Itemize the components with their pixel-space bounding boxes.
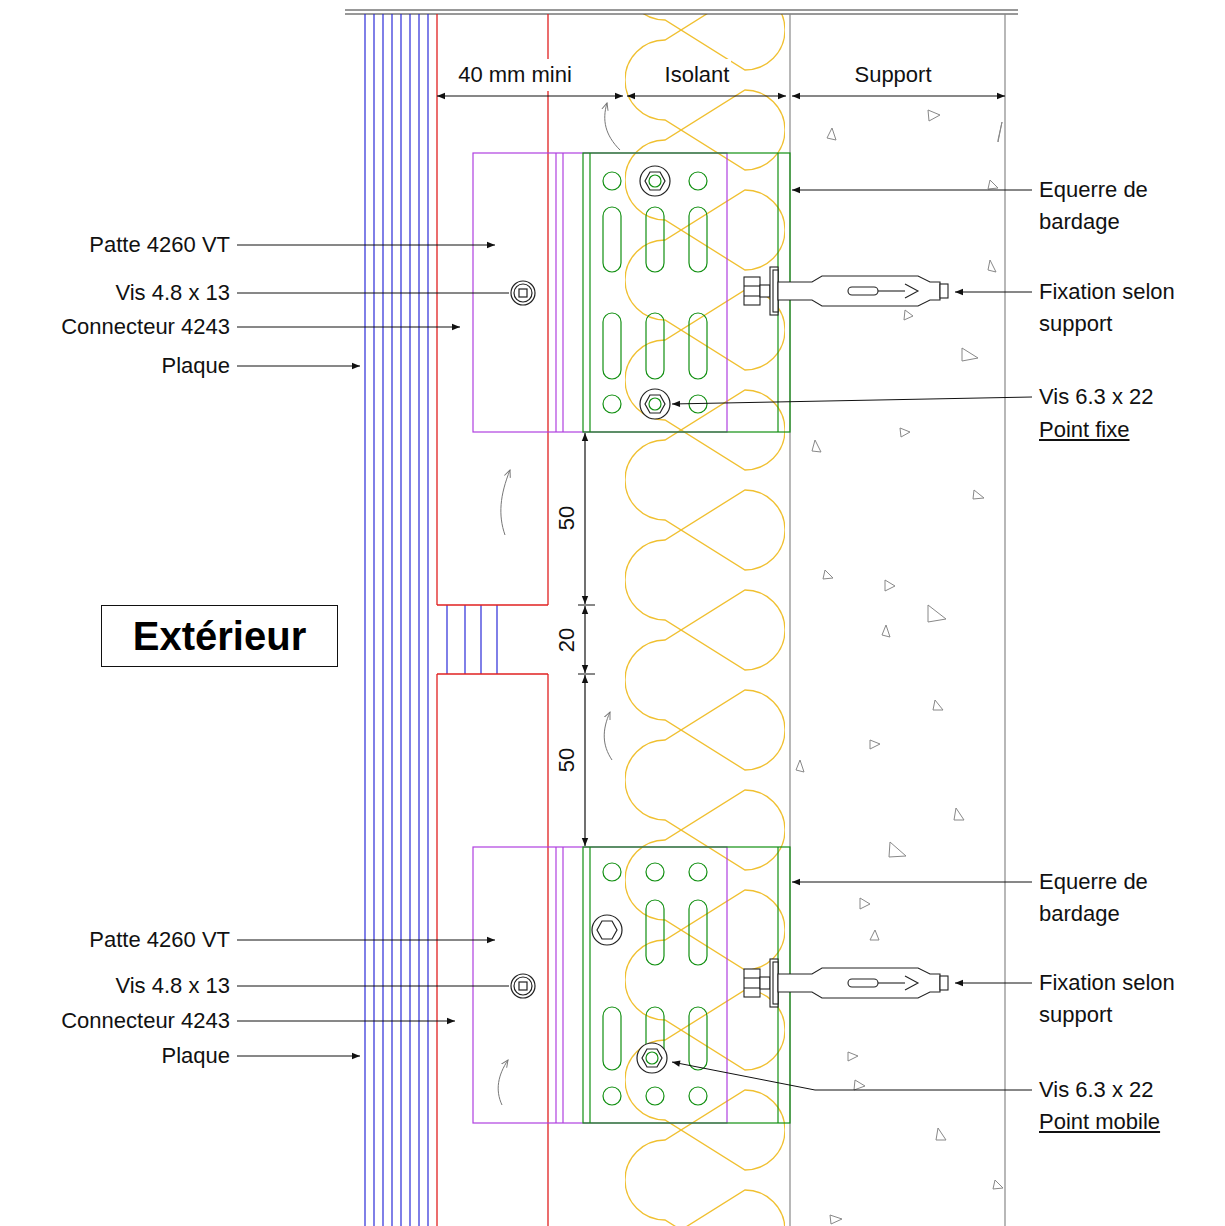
part-label: Patte 4260 VT xyxy=(87,229,232,261)
part-label: Vis 4.8 x 13 xyxy=(113,970,232,1002)
cladding-panel xyxy=(365,14,497,1226)
part-label: Vis 4.8 x 13 xyxy=(113,277,232,309)
part-label: Plaque xyxy=(159,1040,232,1072)
support-wall xyxy=(790,14,1005,1226)
part-label: Fixation selon support xyxy=(1037,276,1206,340)
rail-profile xyxy=(437,14,548,1226)
small-screw xyxy=(511,281,535,998)
clip-patte xyxy=(473,153,727,1123)
note-label: Point mobile xyxy=(1037,1106,1162,1138)
insulation xyxy=(625,14,785,1226)
leader-line xyxy=(237,190,1032,1090)
part-label: Equerre de bardage xyxy=(1037,174,1206,238)
region-title: Extérieur xyxy=(133,613,306,659)
part-label: Vis 6.3 x 22 xyxy=(1037,1074,1156,1106)
part-label: Fixation selon support xyxy=(1037,967,1206,1031)
dimension-text: Support xyxy=(852,59,933,91)
dimension-text: 50 xyxy=(551,504,583,532)
wall-anchor xyxy=(744,267,948,1007)
airflow-arrow xyxy=(498,103,620,1105)
screw-head xyxy=(592,166,670,1073)
dimension-text: 50 xyxy=(551,746,583,774)
part-label: Plaque xyxy=(159,350,232,382)
note-label: Point fixe xyxy=(1037,414,1132,446)
dimension-text: 40 mm mini xyxy=(456,59,574,91)
region-box: Extérieur xyxy=(101,605,338,667)
dimension-text: 20 xyxy=(551,626,583,654)
part-label: Connecteur 4243 xyxy=(59,1005,232,1037)
part-label: Connecteur 4243 xyxy=(59,311,232,343)
cladding-bracket xyxy=(583,153,790,1123)
part-label: Vis 6.3 x 22 xyxy=(1037,381,1156,413)
part-label: Equerre de bardage xyxy=(1037,866,1206,930)
part-label: Patte 4260 VT xyxy=(87,924,232,956)
dimension-text: Isolant xyxy=(663,59,732,91)
dimension-line xyxy=(437,96,1005,846)
